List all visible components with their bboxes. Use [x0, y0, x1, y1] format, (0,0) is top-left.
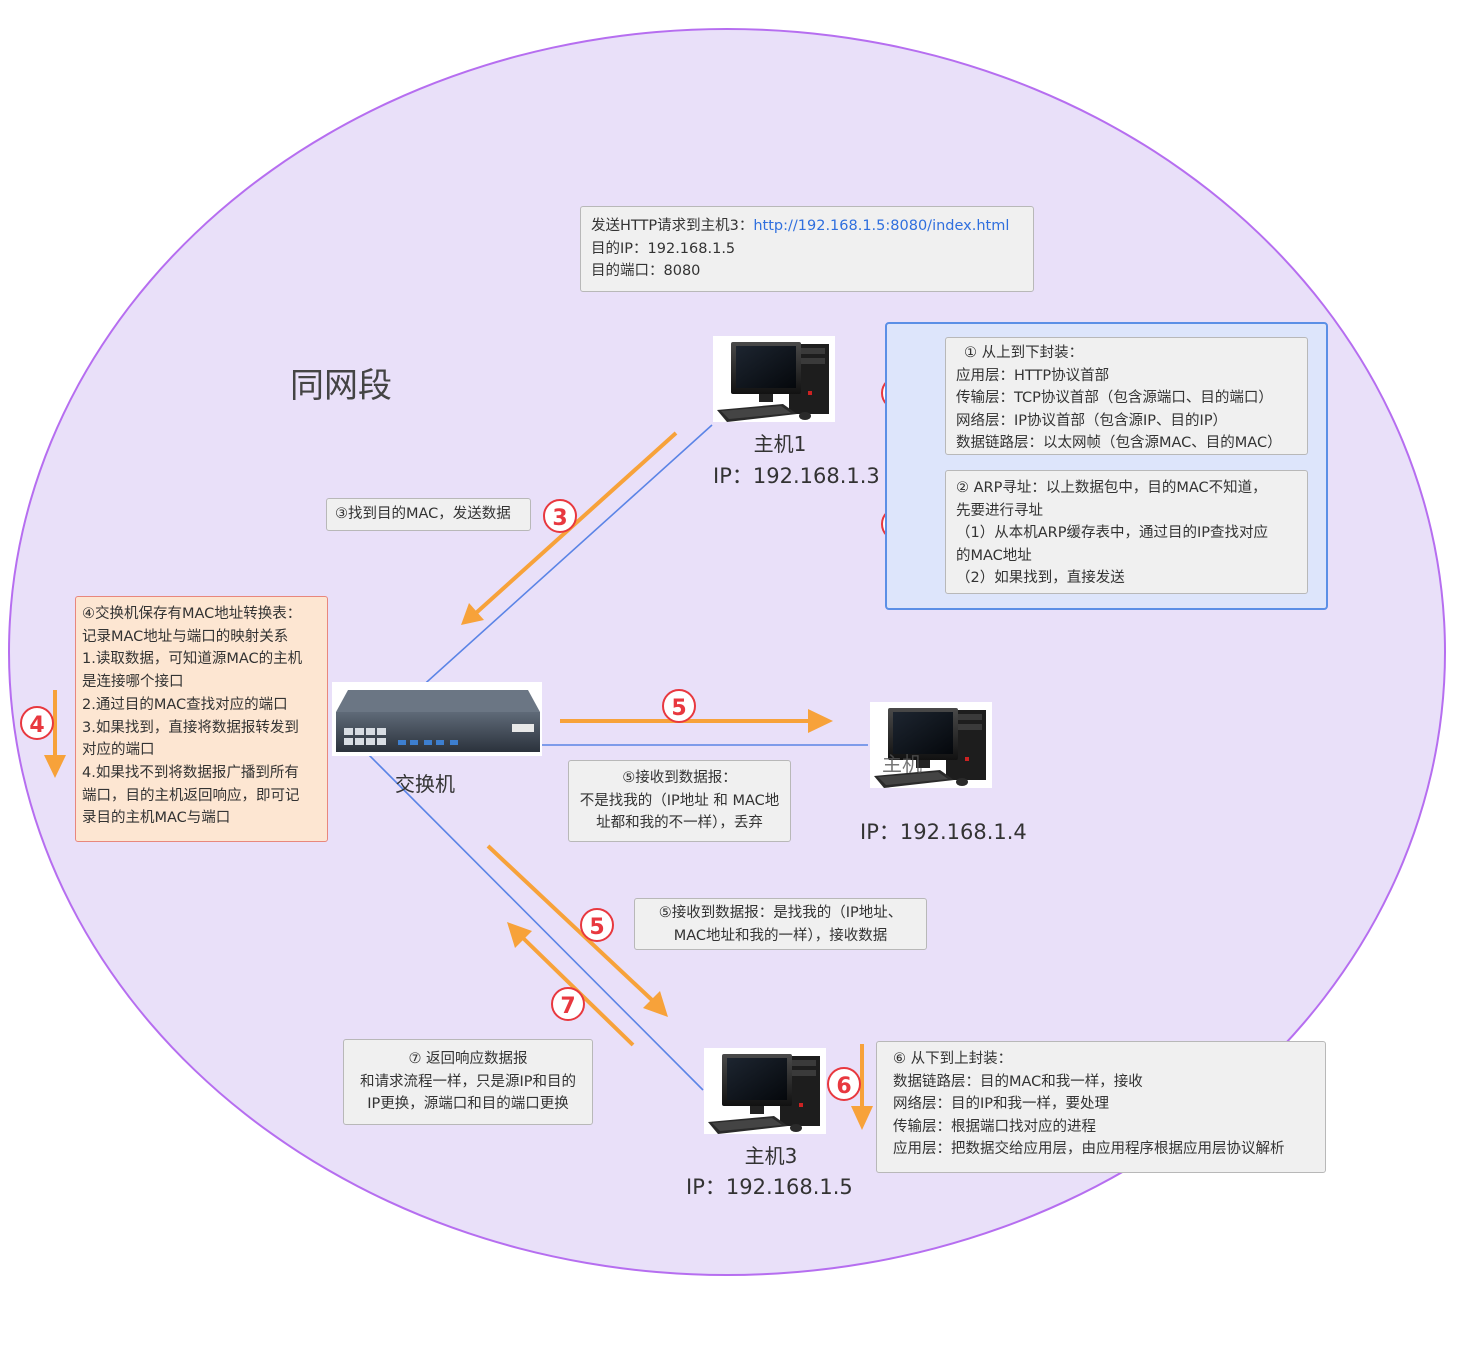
step-badge-7: 7 [551, 987, 585, 1021]
step1-line: ① 从上到下封装： [964, 345, 1084, 361]
step5a-line: 不是找我的（IP地址 和 MAC地 [579, 792, 780, 809]
step2-line: （1）从本机ARP缓存表中，通过目的IP查找对应 [956, 525, 1268, 541]
step1-encapsulation-note: ① 从上到下封装： 应用层：HTTP协议首部 传输层：TCP协议首部（包含源端口… [945, 337, 1308, 455]
step5a-line: ⑤接收到数据报： [622, 770, 737, 786]
step-badge-3: 3 [543, 499, 577, 533]
step6-line: 数据链路层：目的MAC和我一样，接收 [893, 1073, 1143, 1090]
request-dest-ip: 目的IP：192.168.1.5 [591, 240, 736, 257]
step5b-line: ⑤接收到数据报：是找我的（IP地址、 [658, 905, 903, 921]
step7-line: IP更换，源端口和目的端口更换 [367, 1096, 569, 1112]
step4-line: 是连接哪个接口 [82, 674, 184, 691]
step2-line: 先要进行寻址 [956, 502, 1043, 519]
step6-decapsulation-note: ⑥ 从下到上封装： 数据链路层：目的MAC和我一样，接收 网络层：目的IP和我一… [876, 1041, 1326, 1173]
request-url-link[interactable]: http://192.168.1.5:8080/index.html [753, 218, 1010, 234]
step6-line: ⑥ 从下到上封装： [893, 1051, 1013, 1067]
svg-text:4: 4 [29, 713, 44, 738]
host2-ip: IP：192.168.1.4 [860, 820, 1027, 844]
svg-text:6: 6 [836, 1074, 851, 1099]
step3-note: ③找到目的MAC，发送数据 [326, 498, 531, 531]
step1-line: 传输层：TCP协议首部（包含源端口、目的端口） [956, 390, 1273, 406]
step5a-line: 址都和我的不一样），丢弃 [596, 815, 763, 831]
step4-line: ④交换机保存有MAC地址转换表： [82, 606, 302, 622]
host1-computer-image [713, 336, 835, 422]
step4-line: 2.通过目的MAC查找对应的端口 [82, 696, 288, 713]
step5b-line: MAC地址和我的一样），接收数据 [673, 927, 888, 944]
step6-line: 应用层：把数据交给应用层，由应用程序根据应用层协议解析 [893, 1141, 1285, 1157]
step1-line: 应用层：HTTP协议首部 [956, 367, 1110, 384]
request-line1-prefix: 发送HTTP请求到主机3： [591, 218, 754, 234]
step-badge-4: 4 [20, 706, 54, 740]
step1-line: 数据链路层：以太网帧（包含源MAC、目的MAC） [956, 435, 1282, 451]
step2-line: （2）如果找到，直接发送 [956, 570, 1125, 586]
host1-ip: IP：192.168.1.3 [713, 464, 880, 488]
step5-accept-note: ⑤接收到数据报：是找我的（IP地址、 MAC地址和我的一样），接收数据 [634, 898, 927, 950]
step4-switch-mac-table-note: ④交换机保存有MAC地址转换表： 记录MAC地址与端口的映射关系 1.读取数据，… [75, 596, 328, 842]
step2-line: 的MAC地址 [956, 547, 1032, 564]
step4-line: 1.读取数据，可知道源MAC的主机 [82, 651, 303, 668]
host3-name: 主机3 [744, 1144, 798, 1168]
svg-text:3: 3 [552, 506, 567, 531]
step4-line: 4.如果找不到将数据报广播到所有 [82, 764, 299, 781]
switch-image [332, 682, 542, 756]
host3-computer-image [704, 1048, 826, 1134]
svg-text:5: 5 [671, 696, 686, 721]
step2-line: ② ARP寻址：以上数据包中，目的MAC不知道， [956, 480, 1267, 496]
step7-response-note: ⑦ 返回响应数据报 和请求流程一样，只是源IP和目的 IP更换，源端口和目的端口… [343, 1039, 593, 1125]
step-badge-5b: 5 [580, 908, 614, 942]
step6-line: 网络层：目的IP和我一样，要处理 [893, 1096, 1110, 1112]
step4-line: 端口，目的主机返回响应，即可记 [82, 787, 300, 804]
step5-discard-note: ⑤接收到数据报： 不是找我的（IP地址 和 MAC地 址都和我的不一样），丢弃 [568, 760, 791, 842]
step4-line: 3.如果找到，直接将数据报转发到 [82, 719, 299, 736]
step7-line: ⑦ 返回响应数据报 [408, 1051, 528, 1067]
svg-text:5: 5 [589, 915, 604, 940]
step-badge-5a: 5 [662, 689, 696, 723]
host2-name: 主机 [882, 752, 922, 776]
step7-line: 和请求流程一样，只是源IP和目的 [359, 1073, 577, 1090]
http-request-note: 发送HTTP请求到主机3：http://192.168.1.5:8080/ind… [580, 206, 1034, 292]
segment-label: 同网段 [290, 366, 392, 406]
step4-line: 录目的主机MAC与端口 [82, 810, 231, 827]
host3-ip: IP：192.168.1.5 [686, 1175, 853, 1199]
step-badge-6: 6 [827, 1067, 861, 1101]
host1-name: 主机1 [753, 432, 807, 456]
link-switch-host3 [361, 747, 704, 1091]
step6-line: 传输层：根据端口找对应的进程 [893, 1118, 1096, 1135]
request-dest-port: 目的端口：8080 [591, 263, 701, 279]
svg-text:7: 7 [560, 994, 575, 1019]
step4-line: 对应的端口 [82, 742, 155, 759]
switch-name: 交换机 [395, 772, 455, 796]
step1-line: 网络层：IP协议首部（包含源IP、目的IP） [956, 412, 1228, 429]
step2-arp-note: ② ARP寻址：以上数据包中，目的MAC不知道， 先要进行寻址 （1）从本机AR… [945, 470, 1308, 594]
step4-line: 记录MAC地址与端口的映射关系 [82, 628, 289, 645]
